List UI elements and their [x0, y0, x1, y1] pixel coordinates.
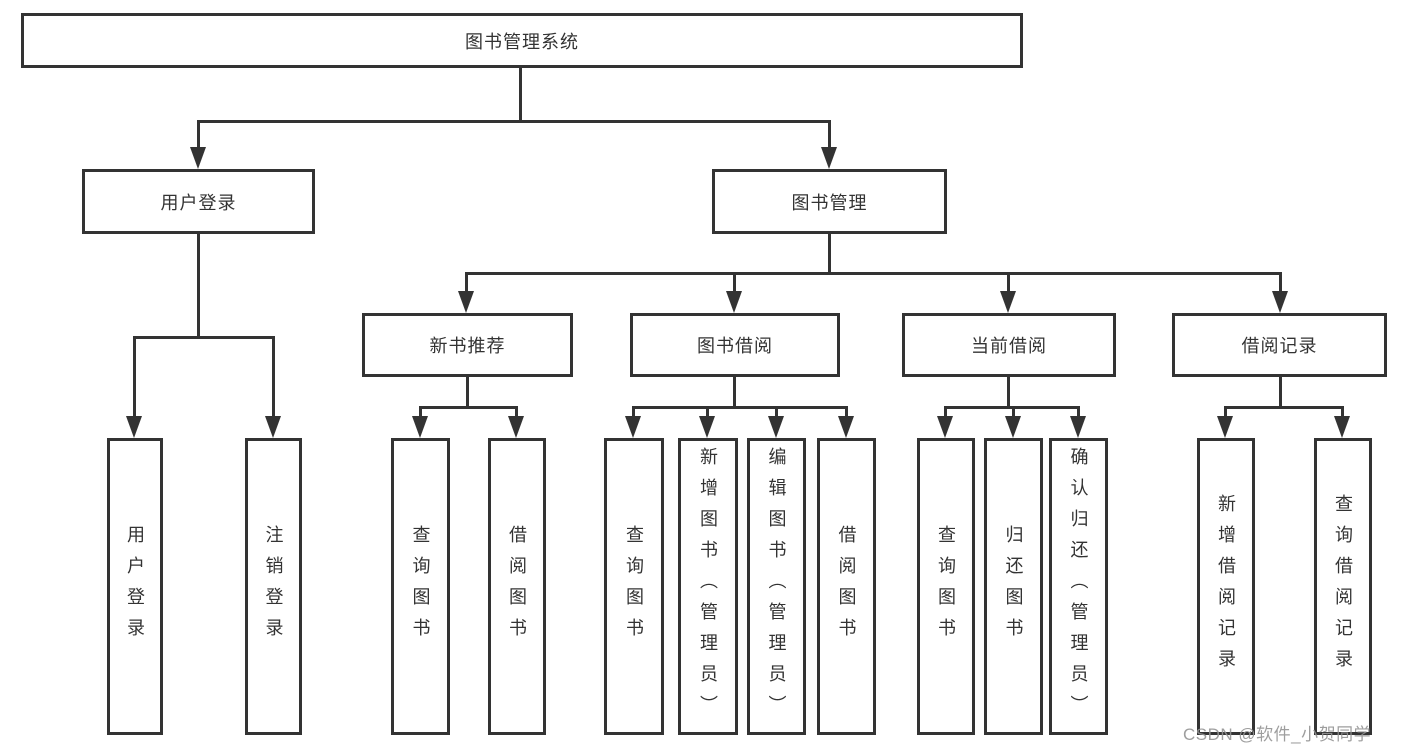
connector-book-borrow-stub: [733, 377, 736, 409]
connector-line: [733, 272, 736, 293]
arrow-down-icon: [1005, 416, 1021, 438]
connector-book-borrow-spread: [632, 406, 848, 409]
arrow-down-icon: [1217, 416, 1233, 438]
node-book-borrow: 图书借阅: [630, 313, 840, 377]
arrow-down-icon: [508, 416, 524, 438]
connector-line: [419, 406, 422, 418]
connector-line: [845, 406, 848, 418]
node-current-borrow: 当前借阅: [902, 313, 1116, 377]
connector-line: [1007, 272, 1010, 293]
arrow-down-icon: [190, 147, 206, 169]
node-borrow-records: 借阅记录: [1172, 313, 1387, 377]
connector-line: [1012, 406, 1015, 418]
connector-line: [632, 406, 635, 418]
node-root-label: 图书管理系统: [465, 31, 579, 52]
arrow-down-icon: [1070, 416, 1086, 438]
node-book-mgmt-label: 图书管理: [791, 192, 868, 213]
arrow-down-icon: [458, 291, 474, 313]
node-book-mgmt: 图书管理: [712, 169, 947, 234]
connector-book-mgmt-spread: [465, 272, 1282, 275]
connector-line: [515, 406, 518, 418]
leaf-query-books-current: 查询图书: [917, 438, 975, 735]
arrow-down-icon: [126, 416, 142, 438]
arrow-down-icon: [768, 416, 784, 438]
arrow-down-icon: [412, 416, 428, 438]
arrow-down-icon: [1334, 416, 1350, 438]
leaf-add-book-admin: 新增图书（管理员）: [678, 438, 738, 735]
arrow-down-icon: [265, 416, 281, 438]
leaf-confirm-return-admin: 确认归还（管理员）: [1049, 438, 1108, 735]
leaf-query-borrow-record: 查询借阅记录: [1314, 438, 1372, 735]
leaf-borrow-books-recommend: 借阅图书: [488, 438, 546, 735]
connector-line: [1224, 406, 1227, 418]
leaf-user-login: 用户登录: [107, 438, 163, 735]
connector-new-books-spread: [419, 406, 518, 409]
arrow-down-icon: [699, 416, 715, 438]
node-book-borrow-label: 图书借阅: [697, 336, 773, 356]
connector-line: [272, 336, 275, 417]
arrow-down-icon: [937, 416, 953, 438]
node-borrow-records-label: 借阅记录: [1241, 336, 1318, 356]
leaf-query-books-recommend: 查询图书: [391, 438, 450, 735]
connector-new-books-stub: [466, 377, 469, 409]
leaf-return-books: 归还图书: [984, 438, 1043, 735]
connector-line: [1341, 406, 1344, 418]
leaf-logout: 注销登录: [245, 438, 302, 735]
connector-line: [465, 272, 468, 293]
connector-borrow-records-spread: [1224, 406, 1344, 409]
leaf-query-books-borrow: 查询图书: [604, 438, 664, 735]
arrow-down-icon: [821, 147, 837, 169]
connector-line: [1077, 406, 1080, 418]
connector-line: [775, 406, 778, 418]
node-new-books-label: 新书推荐: [429, 336, 506, 356]
connector-line: [133, 336, 136, 417]
node-root: 图书管理系统: [21, 13, 1023, 68]
node-current-borrow-label: 当前借阅: [971, 336, 1047, 356]
arrow-down-icon: [625, 416, 641, 438]
node-user-login-label: 用户登录: [160, 192, 237, 213]
arrow-down-icon: [726, 291, 742, 313]
connector-line: [828, 120, 831, 149]
leaf-edit-book-admin: 编辑图书（管理员）: [747, 438, 806, 735]
node-user-login: 用户登录: [82, 169, 315, 234]
connector-line: [197, 120, 200, 149]
connector-current-borrow-stub: [1007, 377, 1010, 409]
connector-book-mgmt-stub: [828, 234, 831, 275]
arrow-down-icon: [1000, 291, 1016, 313]
connector-root-spread: [197, 120, 831, 123]
arrow-down-icon: [1272, 291, 1288, 313]
connector-root-stub: [519, 68, 522, 123]
connector-user-login-stub: [197, 234, 200, 339]
leaf-add-borrow-record: 新增借阅记录: [1197, 438, 1255, 735]
connector-line: [1279, 272, 1282, 293]
connector-line: [706, 406, 709, 418]
connector-user-login-spread: [133, 336, 275, 339]
connector-line: [944, 406, 947, 418]
leaf-borrow-books-borrow: 借阅图书: [817, 438, 876, 735]
arrow-down-icon: [838, 416, 854, 438]
node-new-books: 新书推荐: [362, 313, 573, 377]
connector-borrow-records-stub: [1279, 377, 1282, 409]
csdn-watermark: CSDN @软件_小贺同学: [1183, 725, 1372, 744]
